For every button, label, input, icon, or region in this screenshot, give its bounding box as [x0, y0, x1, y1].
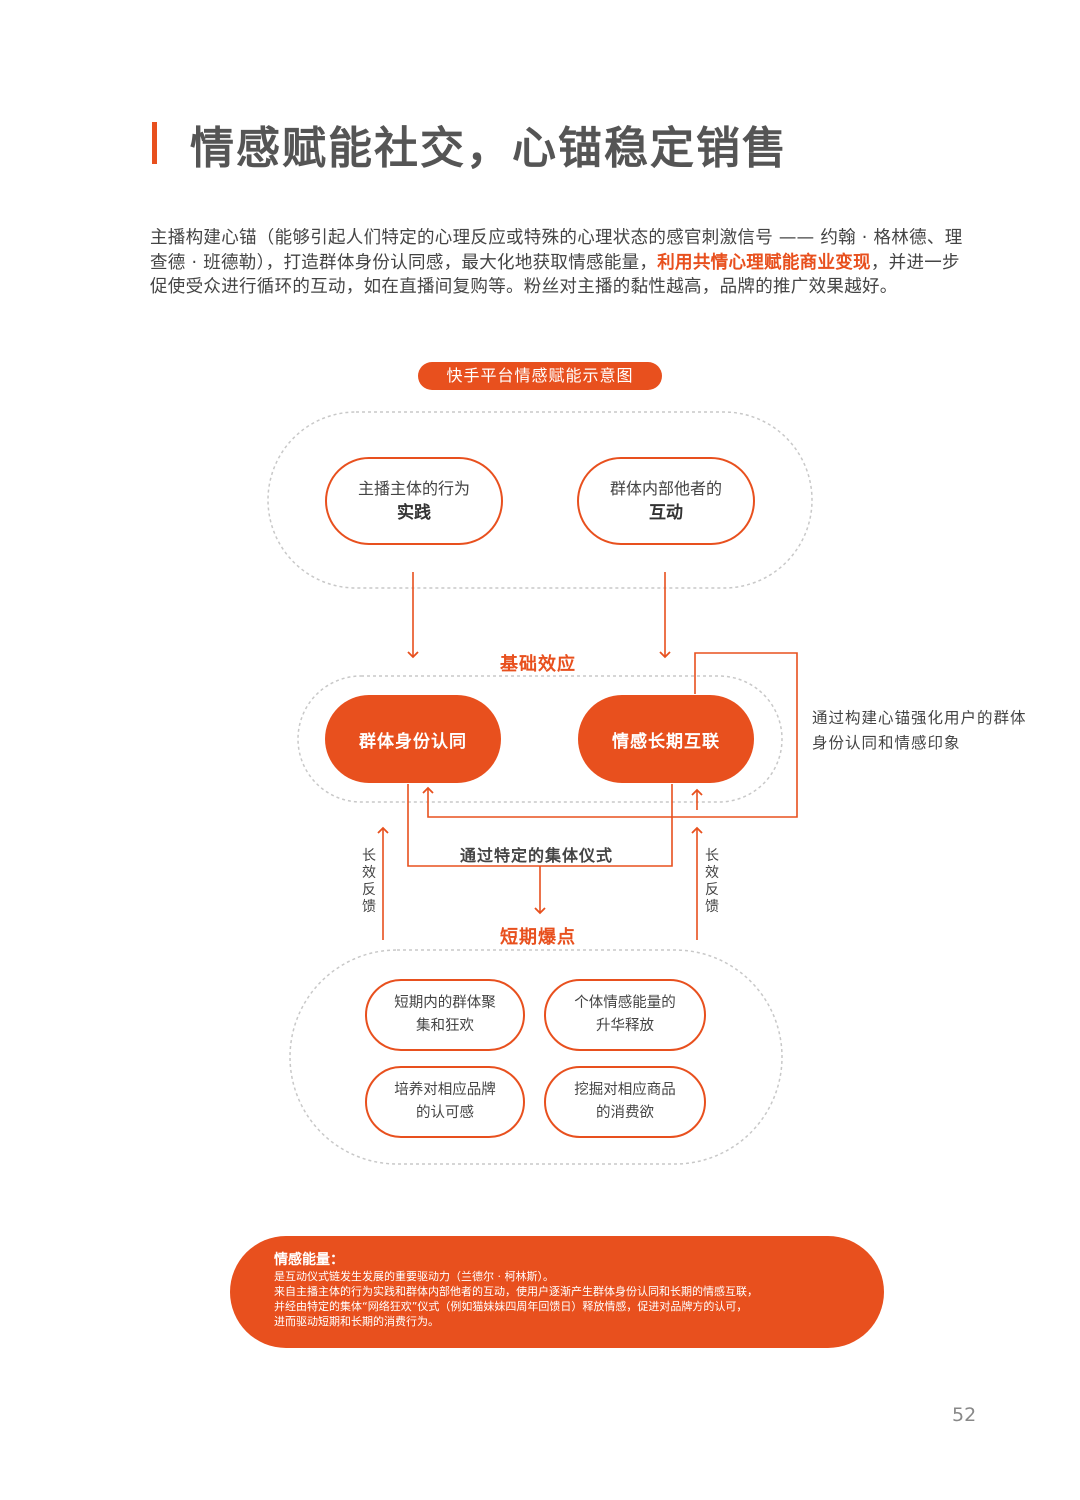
node-group-identity: 群体身份认同: [325, 695, 501, 783]
title-accent-bar: [152, 122, 157, 164]
node-group-interaction-line2: 互动: [649, 503, 683, 523]
energy-line-3: 并经由特定的集体“网络狂欢”仪式（例如猫妹妹四周年回馈日）释放情感，促进对品牌方…: [274, 1300, 748, 1313]
mid-group-frame: [297, 675, 783, 803]
intro-text-2: ，并进一步促使受众进行循环的互动，如在直播间复购等。粉丝对主播的黏性越高，品牌的…: [150, 252, 960, 298]
node-emotion-release-line2: 升华释放: [596, 1018, 654, 1034]
intro-text-1: 主播构建心锚（能够引起人们特定的心理反应或特殊的心理状态的感官刺激信号 —— 约…: [150, 228, 963, 273]
node-group-carnival-line2: 集和狂欢: [416, 1018, 474, 1034]
energy-heading: 情感能量：: [274, 1252, 344, 1268]
intro-highlight: 利用共情心理赋能商业变现: [657, 252, 871, 273]
node-anchor-practice-line1: 主播主体的行为: [357, 479, 470, 498]
node-brand-recognition-line1: 培养对相应品牌: [394, 1082, 496, 1098]
short-burst-label: 短期爆点: [500, 927, 576, 948]
diagram-title: 快手平台情感赋能示意图: [418, 362, 662, 390]
node-purchase-desire: 挖掘对相应商品的消费欲: [544, 1066, 706, 1138]
top-group-frame: [267, 411, 813, 589]
node-brand-recognition-line2: 的认可感: [416, 1105, 474, 1121]
page-number: 52: [952, 1404, 977, 1426]
node-group-interaction: 群体内部他者的 互动: [577, 457, 755, 545]
energy-line-2: 来自主播主体的行为实践和群体内部他者的互动，使用户逐渐产生群体身份认同和长期的情…: [274, 1285, 758, 1298]
node-long-term-bond: 情感长期互联: [578, 695, 754, 783]
intro-paragraph: 主播构建心锚（能够引起人们特定的心理反应或特殊的心理状态的感官刺激信号 —— 约…: [150, 226, 970, 300]
node-anchor-practice: 主播主体的行为 实践: [325, 457, 503, 545]
side-note: 通过构建心锚强化用户的群体身份认同和情感印象: [812, 709, 1027, 752]
node-group-interaction-line1: 群体内部他者的: [609, 479, 722, 498]
energy-line-1: 是互动仪式链发生发展的重要驱动力（兰德尔 · 柯林斯）。: [274, 1270, 554, 1283]
emotional-energy-box: 情感能量： 是互动仪式链发生发展的重要驱动力（兰德尔 · 柯林斯）。 来自主播主…: [230, 1236, 884, 1348]
feedback-label-right: 长效反馈: [705, 848, 719, 915]
node-purchase-desire-line2: 的消费欲: [596, 1105, 654, 1121]
node-purchase-desire-line1: 挖掘对相应商品: [574, 1082, 676, 1098]
basic-effect-label: 基础效应: [500, 654, 576, 675]
bottom-group-frame: [289, 949, 783, 1165]
node-emotion-release: 个体情感能量的升华释放: [544, 979, 706, 1051]
node-group-carnival-line1: 短期内的群体聚: [394, 995, 496, 1011]
energy-line-4: 进而驱动短期和长期的消费行为。: [274, 1315, 439, 1328]
ritual-label: 通过特定的集体仪式: [460, 846, 614, 865]
arrow-side-loop: [422, 652, 798, 818]
feedback-label-left: 长效反馈: [362, 848, 376, 915]
page-title: 情感赋能社交，心锚稳定销售: [190, 123, 788, 174]
node-group-carnival: 短期内的群体聚集和狂欢: [365, 979, 525, 1051]
node-brand-recognition: 培养对相应品牌的认可感: [365, 1066, 525, 1138]
node-emotion-release-line1: 个体情感能量的: [574, 995, 676, 1011]
node-anchor-practice-line2: 实践: [397, 503, 431, 523]
